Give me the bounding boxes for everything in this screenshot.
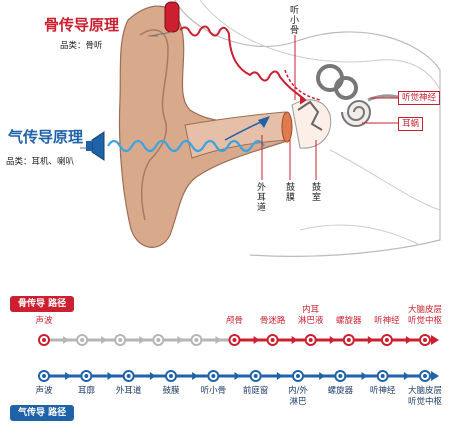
air-pathway-arrow [65, 372, 72, 380]
bone-pathway-node-dot [308, 338, 313, 342]
air-pathway-arrow [403, 372, 410, 380]
air-pathway-node-dot [126, 374, 131, 378]
air-pathway-arrow [192, 372, 199, 380]
bone-pathway-arrow [139, 336, 146, 344]
bone-pathway-arrow [177, 336, 184, 344]
bone-pathway-label: 骨传导 路径 [10, 296, 75, 312]
air-pathway-arrow [149, 372, 156, 380]
air-pathway-arrow [319, 372, 326, 380]
bone-pathway-arrow [215, 336, 222, 344]
air-pathway-arrow [361, 372, 368, 380]
bone-pathway-arrow [329, 336, 336, 344]
air-pathway-step-label: 外耳道 [115, 386, 142, 396]
air-pathway-node-dot [211, 374, 216, 378]
air-pathway-node-dot [380, 374, 385, 378]
bone-pathway-step-label: 骨迷路 [259, 316, 286, 326]
bone-device [164, 1, 180, 33]
pinna-inner [139, 29, 169, 221]
air-pathway-node-dot [169, 374, 173, 378]
skull-curve [199, 0, 441, 91]
ear-illustration [80, 0, 441, 257]
air-pathway-node-dot [253, 374, 258, 378]
eardrum-shape [281, 111, 293, 143]
ossicles-label: 听小骨 [288, 5, 298, 35]
air-pathway-step-label: 听小骨 [200, 386, 227, 396]
air-title: 气传导原理 [8, 128, 84, 146]
bone-wave-2 [284, 69, 321, 101]
air-pathway-node-dot [84, 374, 89, 378]
cochlea-label: 耳蜗 [398, 117, 424, 131]
air-pathway-step-label: 耳廓 [77, 386, 95, 396]
bone-pathway-node-dot [346, 338, 351, 342]
bone-pathway-node-dot [384, 338, 389, 342]
bone-wave [179, 25, 306, 101]
bone-pathway-node-dot [156, 338, 161, 342]
air-pathway-label: 气传导 路径 [10, 405, 75, 421]
bone-pathway-arrow [101, 336, 108, 344]
air-pathway-step-label: 大脑皮层 听觉中枢 [407, 386, 442, 407]
bone-pathway-step-label: 内耳 淋巴液 [297, 305, 324, 326]
bone-pathway-end-arrow [431, 335, 439, 345]
semicircular-canal-2 [334, 76, 358, 100]
bone-pathway-node-dot [194, 338, 199, 342]
air-pathway-node-dot [296, 374, 300, 378]
eardrum-label: 鼓膜 [284, 182, 294, 202]
air-pathway-arrow [234, 372, 241, 380]
air-pathway-step-label: 前庭窗 [242, 386, 269, 396]
bone-pathway-step-label: 大脑皮层 听觉中枢 [407, 305, 442, 326]
air-pathway-step-label: 螺旋器 [327, 386, 354, 396]
ear-canal-label: 外耳道 [255, 182, 265, 212]
bone-pathway-node-dot [80, 338, 85, 342]
air-pathway-step-label: 鼓膜 [162, 386, 180, 396]
tympanic-cavity-label: 鼓室 [310, 182, 320, 202]
bone-pathway-arrow [63, 336, 70, 344]
air-pathway-arrow [276, 372, 283, 380]
bone-pathway-arrow [405, 336, 412, 344]
air-wave [107, 139, 265, 153]
air-pathway-node-dot [338, 374, 343, 378]
bone-pathway-step-label: 颅骨 [225, 316, 243, 326]
bone-pathway-node-dot [270, 338, 275, 342]
air-pathway-arrow [107, 372, 114, 380]
ossicle-bones [297, 100, 323, 131]
neck-curve [299, 224, 421, 246]
bone-pathway-step-label: 声波 [35, 316, 53, 326]
semicircular-canal-1 [316, 64, 344, 92]
auditory-nerve-label: 听觉神经 [398, 91, 441, 105]
air-speaker [91, 131, 105, 161]
bone-pathway-arrow [291, 336, 298, 344]
air-pathway-node-dot [42, 374, 46, 378]
bone-pathway-step-label: 听神经 [374, 316, 400, 326]
head-outline [174, 0, 441, 257]
bone-pathway-arrow [367, 336, 374, 344]
air-pathway-step-label: 听神经 [369, 386, 396, 396]
air-arrow [224, 119, 267, 141]
cochlea-shape [341, 100, 372, 127]
bone-category: 品类：骨听 [60, 41, 103, 51]
air-pathway-end-arrow [431, 371, 439, 381]
air-pathway-step-label: 内/外 淋巴 [288, 386, 308, 407]
air-pathway-step-label: 声波 [35, 386, 53, 396]
air-pathway-svg [38, 370, 439, 382]
bone-pathway-node-dot [118, 338, 123, 342]
bone-pathway-step-label: 螺旋器 [336, 316, 362, 326]
bone-title: 骨传导原理 [44, 16, 120, 34]
bone-pathway-node-dot [423, 338, 427, 342]
bone-pathway-svg [38, 334, 439, 346]
bone-pathway-arrow [253, 336, 260, 344]
air-category: 品类：耳机、喇叭 [6, 157, 75, 167]
jaw-curve [329, 149, 441, 211]
air-pathway-node-dot [423, 374, 427, 378]
auditory-nerve-line [367, 94, 399, 102]
bone-pathway-node-dot [232, 338, 237, 342]
bone-pathway-node-dot [42, 338, 46, 342]
